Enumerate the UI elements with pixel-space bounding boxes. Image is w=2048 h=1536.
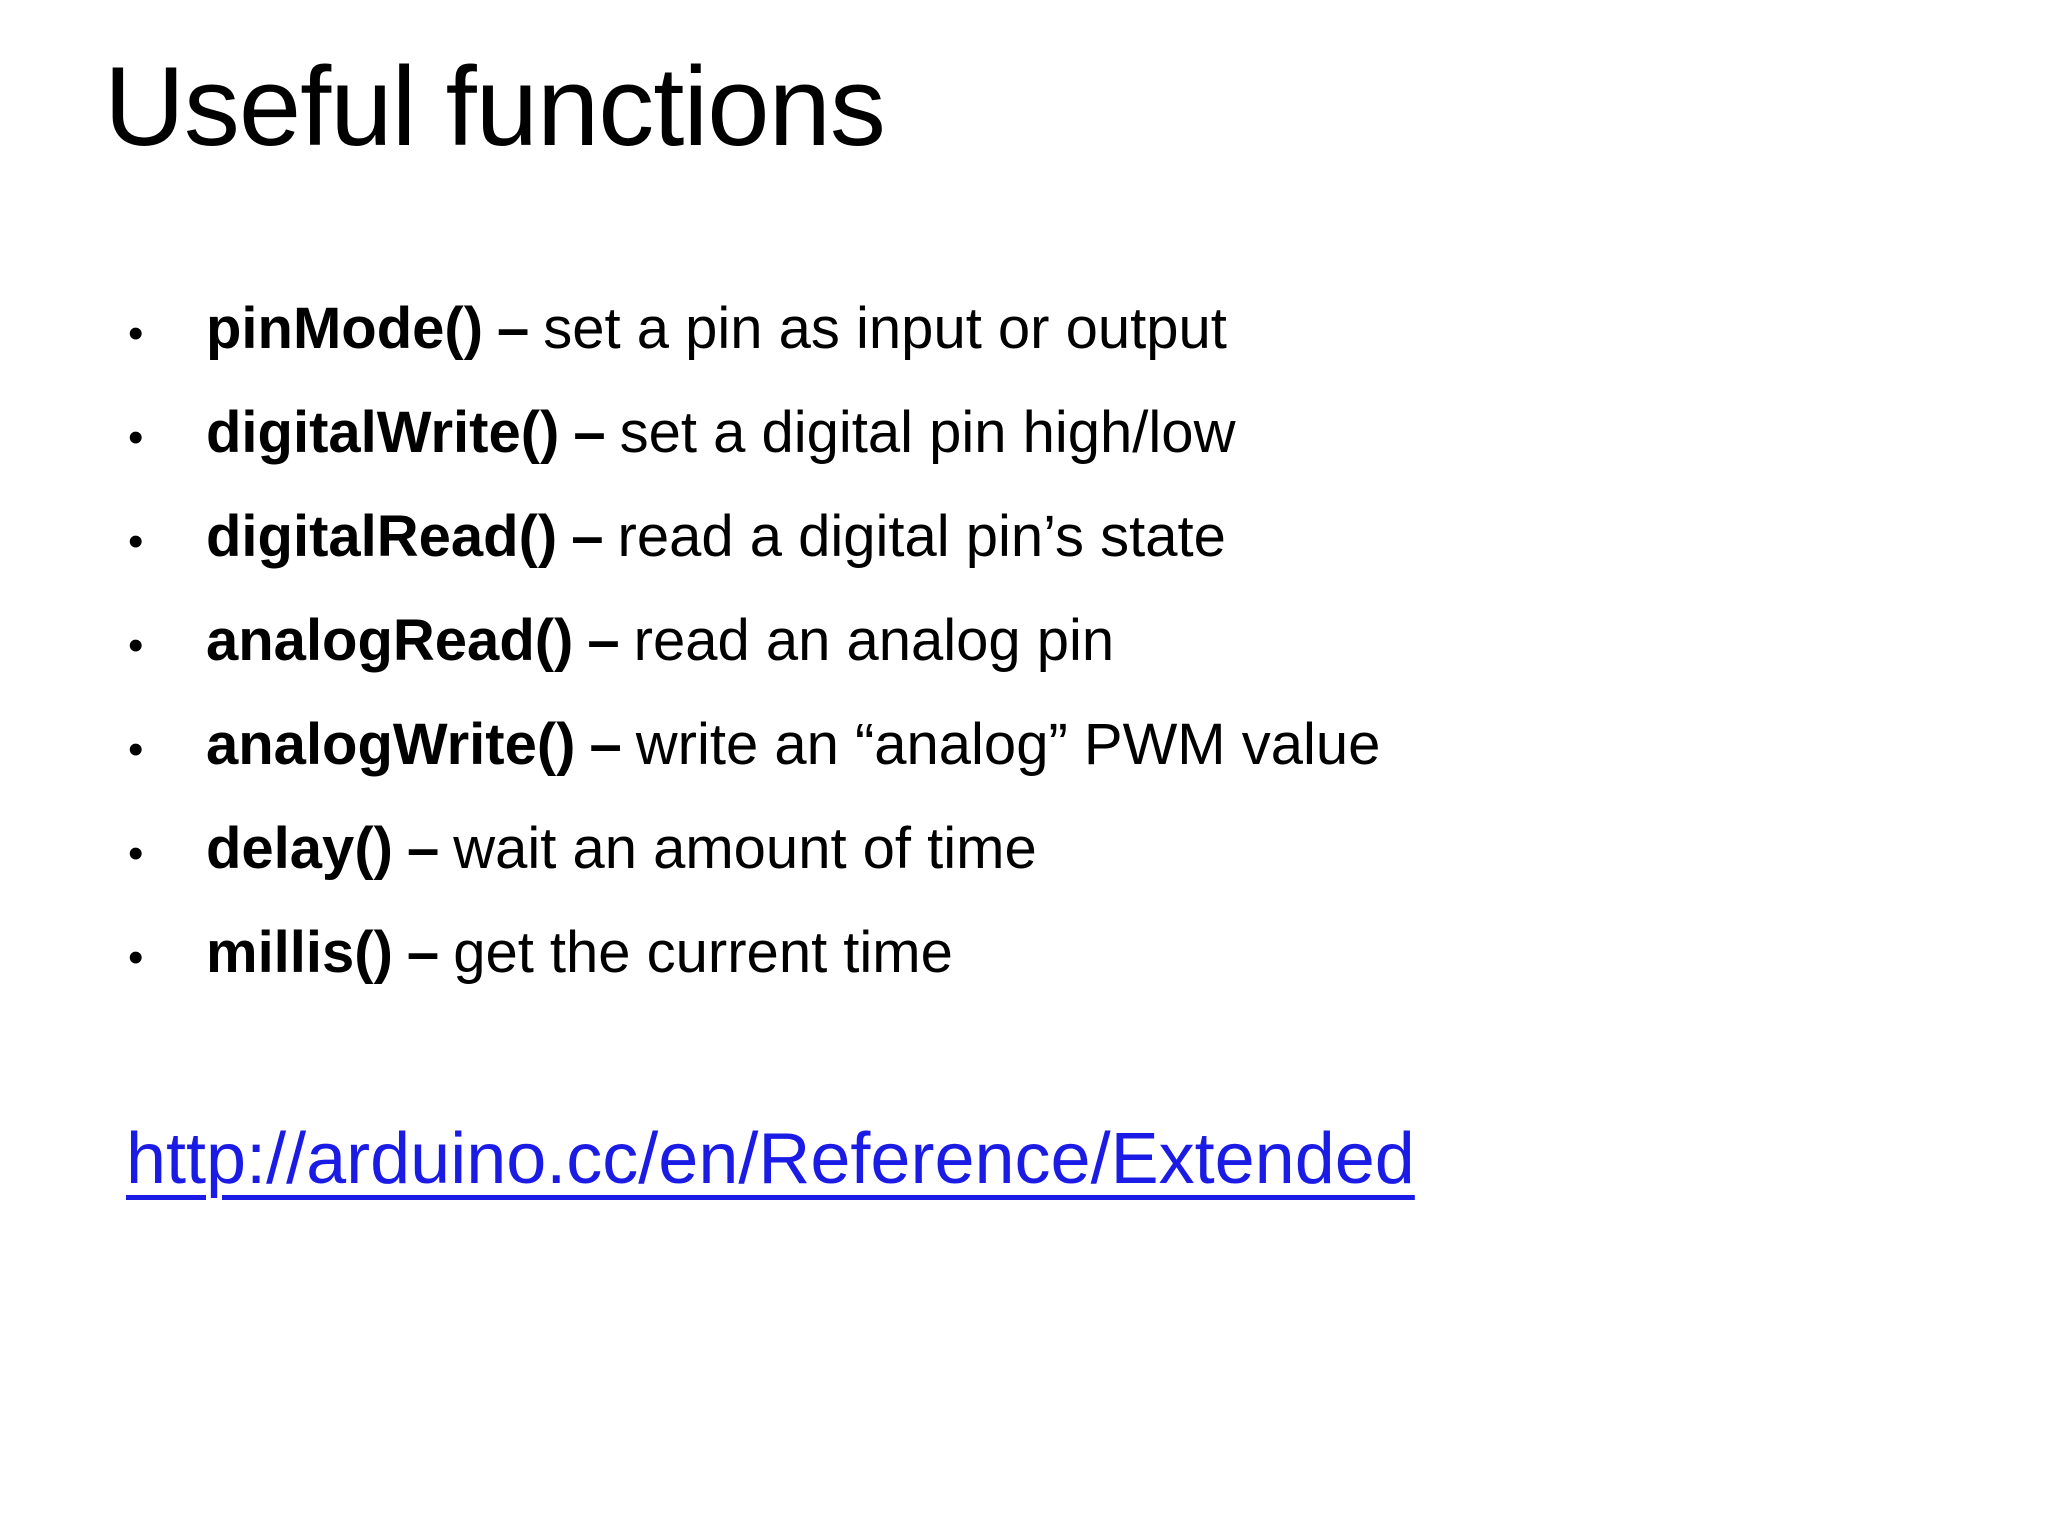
list-item: • millis() – get the current time bbox=[128, 924, 1828, 982]
bullet-icon: • bbox=[128, 517, 144, 566]
reference-link[interactable]: http://arduino.cc/en/Reference/Extended bbox=[126, 1119, 1415, 1199]
function-name: millis() bbox=[206, 920, 393, 985]
list-item: • analogWrite() – write an “analog” PWM … bbox=[128, 716, 1828, 774]
list-item: • pinMode() – set a pin as input or outp… bbox=[128, 300, 1828, 358]
bullet-icon: • bbox=[128, 621, 144, 670]
function-name: digitalWrite() bbox=[206, 400, 560, 465]
function-description: write an “analog” PWM value bbox=[635, 712, 1381, 777]
slide-title: Useful functions bbox=[104, 44, 886, 169]
dash-separator: – bbox=[587, 608, 620, 673]
list-item: • analogRead() – read an analog pin bbox=[128, 612, 1828, 670]
function-name: pinMode() bbox=[206, 296, 484, 361]
function-name: analogWrite() bbox=[206, 712, 576, 777]
function-name: digitalRead() bbox=[206, 504, 558, 569]
bullet-icon: • bbox=[128, 725, 144, 774]
list-item: • digitalRead() – read a digital pin’s s… bbox=[128, 508, 1828, 566]
bullet-icon: • bbox=[128, 933, 144, 982]
function-description: get the current time bbox=[453, 920, 953, 985]
dash-separator: – bbox=[573, 400, 606, 465]
dash-separator: – bbox=[589, 712, 622, 777]
list-item: • delay() – wait an amount of time bbox=[128, 820, 1828, 878]
dash-separator: – bbox=[497, 296, 530, 361]
bullet-list: • pinMode() – set a pin as input or outp… bbox=[128, 300, 1828, 1028]
bullet-icon: • bbox=[128, 829, 144, 878]
function-description: wait an amount of time bbox=[453, 816, 1037, 881]
list-item: • digitalWrite() – set a digital pin hig… bbox=[128, 404, 1828, 462]
function-description: set a digital pin high/low bbox=[619, 400, 1236, 465]
function-description: read a digital pin’s state bbox=[617, 504, 1226, 569]
function-name: analogRead() bbox=[206, 608, 574, 673]
function-description: set a pin as input or output bbox=[543, 296, 1227, 361]
dash-separator: – bbox=[406, 816, 440, 881]
function-name: delay() bbox=[206, 816, 393, 881]
bullet-icon: • bbox=[128, 413, 144, 462]
dash-separator: – bbox=[571, 504, 604, 569]
bullet-icon: • bbox=[128, 309, 144, 358]
dash-separator: – bbox=[406, 920, 440, 985]
function-description: read an analog pin bbox=[633, 608, 1115, 673]
